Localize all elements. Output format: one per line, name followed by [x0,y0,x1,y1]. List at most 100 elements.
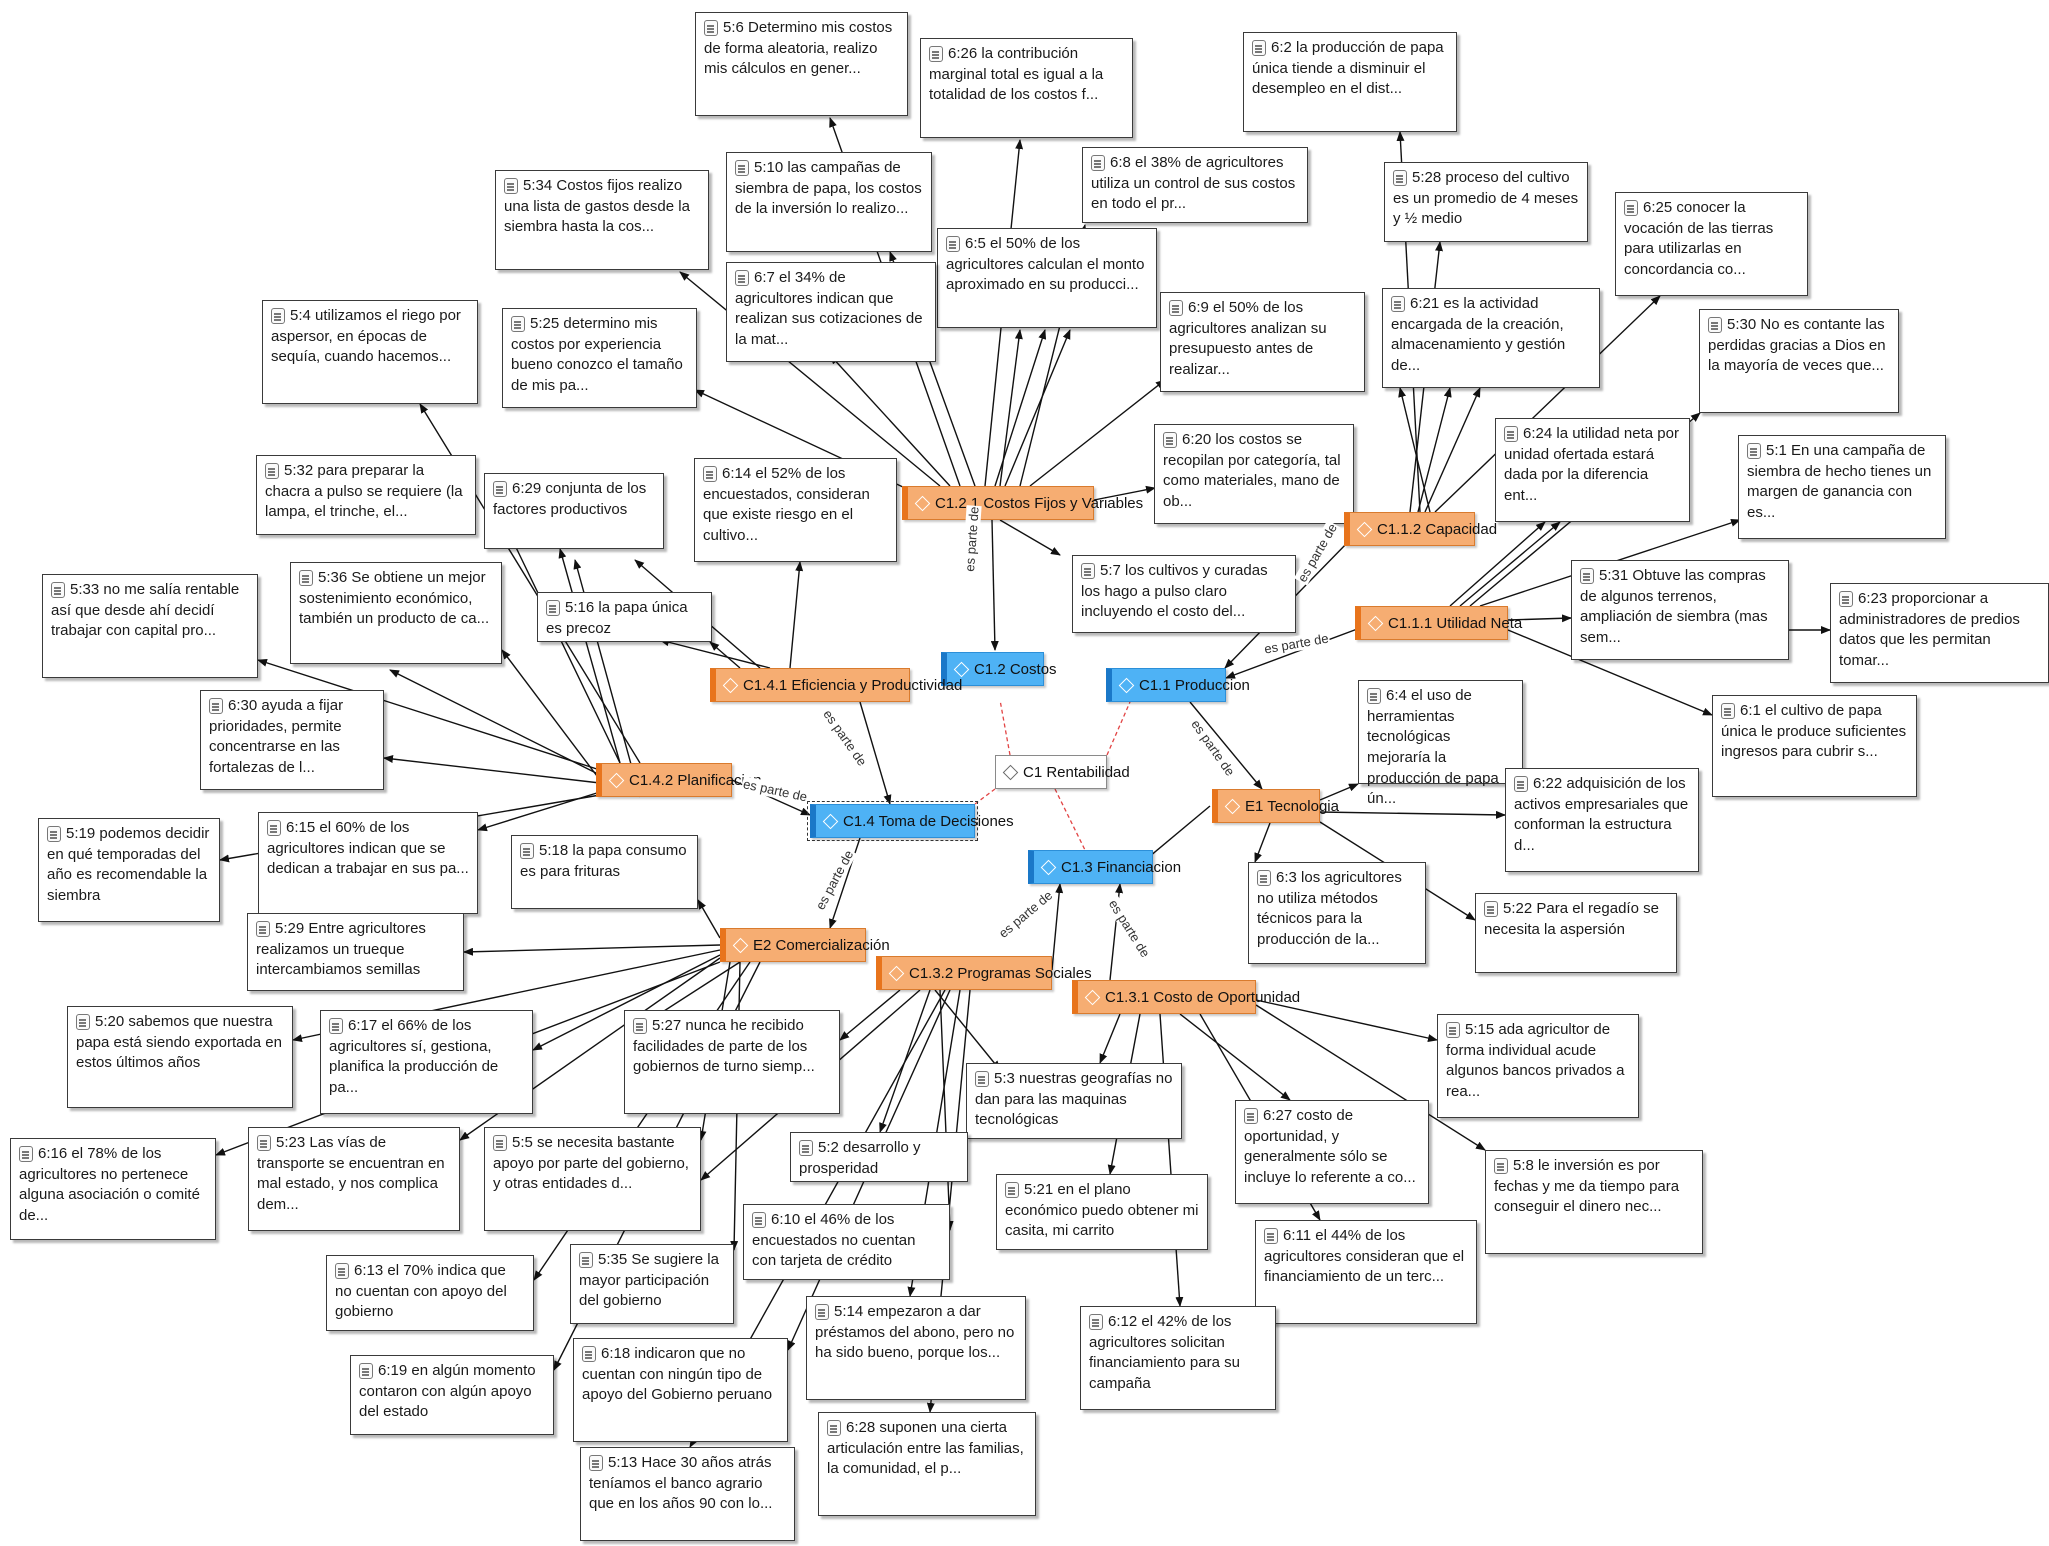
link-arrow [501,649,601,781]
link-arrow [659,638,771,669]
quote-icon [265,463,279,479]
code-node-c1-1-2[interactable]: C1.1.2 Capacidad [1344,512,1497,546]
quote-icon [703,466,717,482]
code-node-c1-3-2[interactable]: C1.3.2 Programas Sociales [876,956,1092,990]
quote-node-6-8[interactable]: 6:8 el 38% de agricultores utiliza un co… [1082,147,1308,223]
quote-node-6-14[interactable]: 6:14 el 52% de los encuestados, consider… [694,458,897,562]
quote-node-5-14[interactable]: 5:14 empezaron a dar préstamos del abono… [806,1296,1026,1400]
quote-node-5-6[interactable]: 5:6 Determino mis costos de forma aleato… [695,12,908,116]
quote-node-6-22[interactable]: 6:22 adquisición de los activos empresar… [1505,768,1699,872]
quote-icon [827,1420,841,1436]
quote-node-5-20[interactable]: 5:20 sabemos que nuestra papa está siend… [67,1006,293,1108]
quote-node-5-8[interactable]: 5:8 le inversión es por fechas y me da t… [1485,1150,1703,1254]
quote-node-6-29[interactable]: 6:29 conjunta de los factores productivo… [484,473,664,549]
quote-icon [1721,703,1735,719]
quote-icon [19,1146,33,1162]
quote-node-5-35[interactable]: 5:35 Se sugiere la mayor participación d… [570,1244,734,1324]
quote-node-6-12[interactable]: 6:12 el 42% de los agricultores solicita… [1080,1306,1276,1410]
link-arrow [789,561,804,669]
quote-node-6-9[interactable]: 6:9 el 50% de los agricultores analizan … [1160,292,1365,392]
quote-node-5-28[interactable]: 5:28 proceso del cultivo es un promedio … [1384,162,1588,242]
link-arrow [999,519,1061,556]
quote-node-6-16[interactable]: 6:16 el 78% de los agricultores no perte… [10,1138,216,1240]
code-node-c1-1[interactable]: C1.1 Produccion [1106,668,1250,702]
quote-node-6-28[interactable]: 6:28 suponen una cierta articulación ent… [818,1412,1036,1516]
quote-node-5-25[interactable]: 5:25 determino mis costos por experienci… [502,308,697,408]
quote-node-6-30[interactable]: 6:30 ayuda a fijar prioridades, permite … [200,690,384,790]
quote-icon [975,1071,989,1087]
link-arrow [1159,1013,1184,1307]
quote-icon [504,178,518,194]
quote-node-5-16[interactable]: 5:16 la papa única es precoz [537,592,712,642]
code-diamond-icon [1367,615,1384,631]
link-arrow [1029,379,1166,487]
quote-node-6-17[interactable]: 6:17 el 66% de los agricultores sí, gest… [320,1010,533,1114]
quote-node-6-26[interactable]: 6:26 la contribución marginal total es i… [920,38,1133,138]
quote-node-6-19[interactable]: 6:19 en algún momento contaron con algún… [350,1355,554,1435]
quote-node-5-30[interactable]: 5:30 No es contante las perdidas gracias… [1699,309,1899,413]
quote-node-5-13[interactable]: 5:13 Hace 30 años atrás teníamos el banc… [580,1447,795,1541]
code-node-c1-1-1[interactable]: C1.1.1 Utilidad Neta [1355,606,1522,640]
code-node-c1-3-1[interactable]: C1.3.1 Costo de Oportunidad [1072,980,1300,1014]
quote-node-5-31[interactable]: 5:31 Obtuve las compras de algunos terre… [1571,560,1789,660]
link-arrow [859,701,892,805]
quote-node-6-25[interactable]: 6:25 conocer la vocación de las tierras … [1615,192,1808,296]
quote-node-5-33[interactable]: 5:33 no me salía rentable así que desde … [42,574,258,678]
quote-node-6-24[interactable]: 6:24 la utilidad neta por unidad ofertad… [1495,418,1690,522]
quote-icon [1091,155,1105,171]
quote-node-5-21[interactable]: 5:21 en el plano económico puedo obtener… [996,1174,1208,1250]
quote-node-5-34[interactable]: 5:34 Costos fijos realizo una lista de g… [495,170,709,270]
quote-node-6-13[interactable]: 6:13 el 70% indica que no cuentan con ap… [326,1255,534,1331]
quote-node-5-19[interactable]: 5:19 podemos decidir en qué temporadas d… [38,818,220,922]
code-node-c1[interactable]: C1 Rentabilidad [995,755,1130,789]
code-node-c1-4-1[interactable]: C1.4.1 Eficiencia y Productividad [710,668,962,702]
code-node-c1-2[interactable]: C1.2 Costos [941,652,1057,686]
code-node-c1-4-2[interactable]: C1.4.2 Planificacion [596,763,762,797]
quote-node-5-10[interactable]: 5:10 las campañas de siembra de papa, lo… [726,152,932,252]
quote-node-6-18[interactable]: 6:18 indicaron que no cuentan con ningún… [573,1338,788,1442]
quote-node-5-5[interactable]: 5:5 se necesita bastante apoyo por parte… [484,1127,701,1231]
quote-node-6-1[interactable]: 6:1 el cultivo de papa única le produce … [1712,695,1917,797]
code-node-e2[interactable]: E2 Comercialización [720,928,890,962]
link-arrow [1254,822,1271,863]
quote-node-6-27[interactable]: 6:27 costo de oportunidad, y generalment… [1235,1100,1429,1204]
quote-node-6-2[interactable]: 6:2 la producción de papa única tiende a… [1243,32,1457,132]
quote-node-6-15[interactable]: 6:15 el 60% de los agricultores indican … [258,812,478,914]
quote-node-5-36[interactable]: 5:36 Se obtiene un mejor sostenimiento e… [290,562,502,664]
quote-node-5-18[interactable]: 5:18 la papa consumo es para frituras [511,835,698,909]
quote-node-6-21[interactable]: 6:21 es la actividad encargada de la cre… [1382,288,1600,388]
quote-node-5-15[interactable]: 5:15 ada agricultor de forma individual … [1437,1014,1639,1118]
quote-icon [1005,1182,1019,1198]
quote-node-5-1[interactable]: 5:1 En una campaña de siembra de hecho t… [1738,435,1946,539]
code-node-c1-2-1[interactable]: C1.2.1 Costos Fijos y Variables [902,486,1143,520]
link-arrow [1449,521,1546,607]
link-arrow [1459,521,1561,607]
quote-node-5-27[interactable]: 5:27 nunca he recibido facilidades de pa… [624,1010,840,1114]
quote-node-5-7[interactable]: 5:7 los cultivos y curadas los hago a pu… [1072,555,1296,633]
quote-icon [1391,296,1405,312]
quote-icon [752,1212,766,1228]
quote-node-5-3[interactable]: 5:3 nuestras geografías no dan para las … [966,1063,1182,1139]
quote-node-6-3[interactable]: 6:3 los agricultores no utiliza métodos … [1248,862,1426,964]
quote-node-5-4[interactable]: 5:4 utilizamos el riego por aspersor, en… [262,300,478,404]
quote-node-5-22[interactable]: 5:22 Para el regadío se necesita la aspe… [1475,893,1677,973]
quote-node-5-32[interactable]: 5:32 para preparar la chacra a pulso se … [256,455,476,535]
quote-icon [1367,688,1381,704]
quote-node-6-10[interactable]: 6:10 el 46% de los encuestados no cuenta… [743,1204,950,1280]
quote-node-6-23[interactable]: 6:23 proporcionar a administradores de p… [1830,583,2049,683]
quote-node-6-20[interactable]: 6:20 los costos se recopilan por categor… [1154,424,1354,524]
code-node-c1-3[interactable]: C1.3 Financiacion [1028,850,1181,884]
quote-node-6-5[interactable]: 6:5 el 50% de los agricultores calculan … [937,228,1157,328]
code-diamond-icon [1002,764,1019,780]
quote-node-6-4[interactable]: 6:4 el uso de herramientas tecnológicas … [1358,680,1523,807]
code-diamond-icon [1118,677,1135,693]
quote-icon [209,698,223,714]
code-node-e1[interactable]: E1 Tecnologia [1212,789,1339,823]
code-node-c1-4[interactable]: C1.4 Toma de Decisiones [807,801,1014,841]
quote-node-6-11[interactable]: 6:11 el 44% de los agricultores consider… [1255,1220,1477,1324]
quote-node-5-29[interactable]: 5:29 Entre agricultores realizamos un tr… [247,913,464,991]
quote-node-5-2[interactable]: 5:2 desarrollo y prosperidad [790,1132,968,1182]
quote-node-6-7[interactable]: 6:7 el 34% de agricultores indican que r… [726,262,936,362]
quote-node-5-23[interactable]: 5:23 Las vías de transporte se encuentra… [248,1127,460,1231]
